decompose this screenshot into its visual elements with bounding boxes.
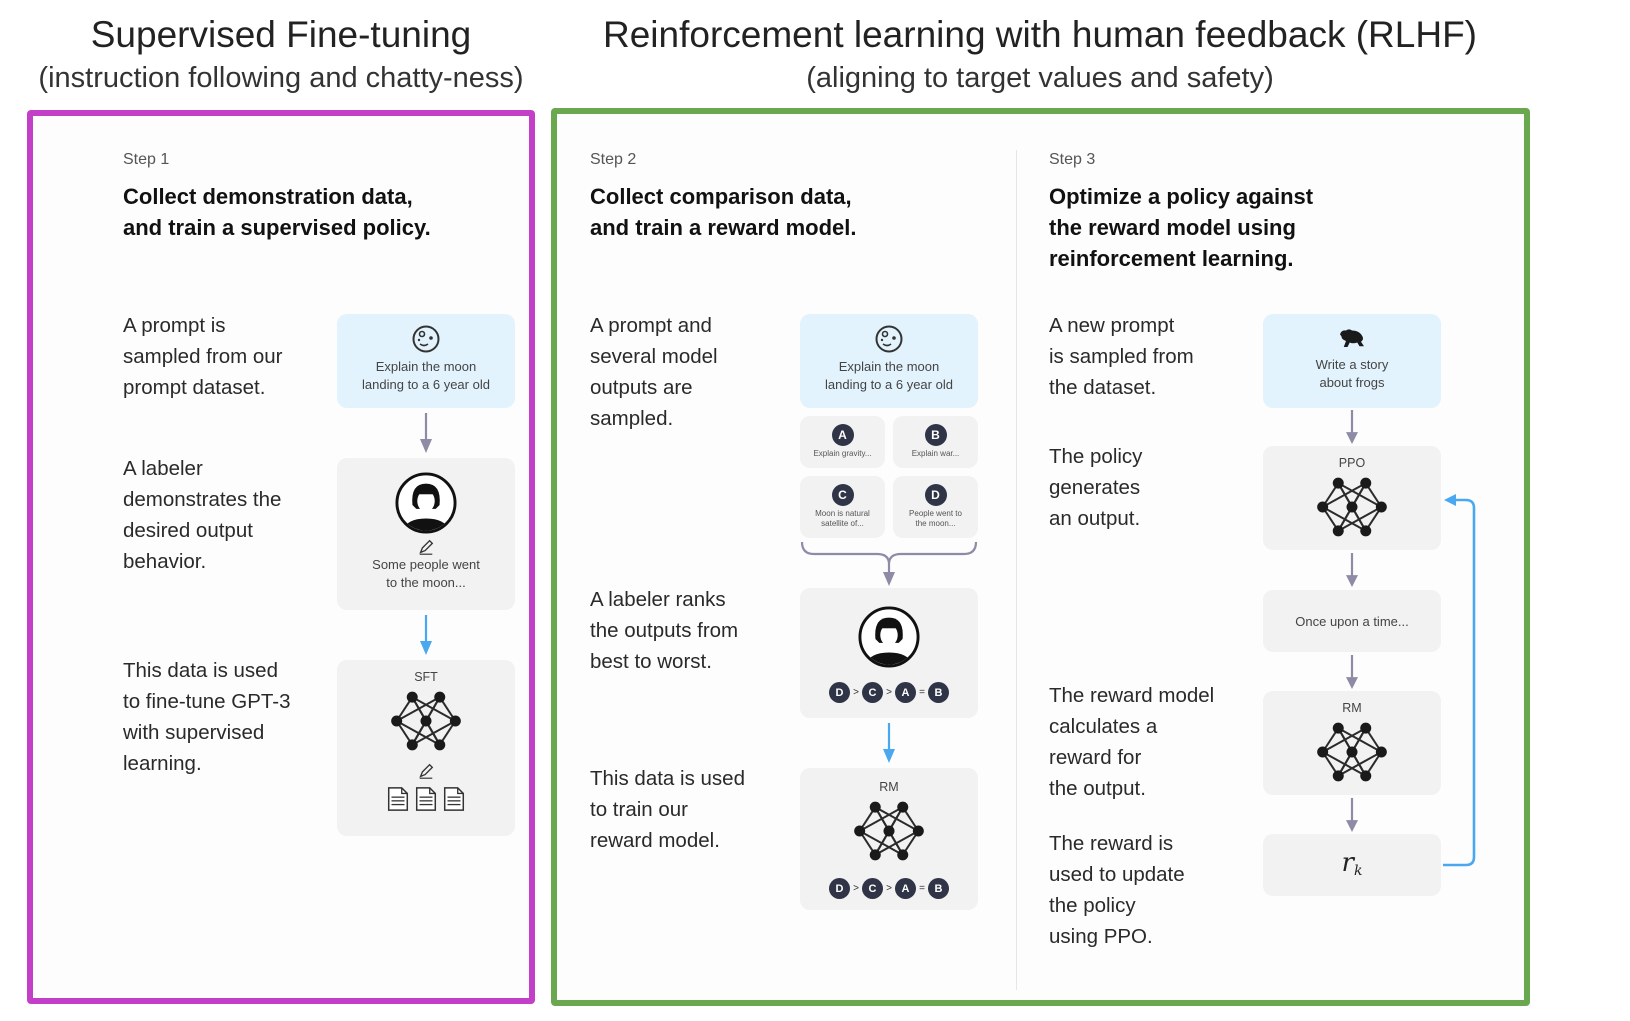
document-icon — [386, 786, 410, 812]
step1-sft-card: SFT — [337, 660, 515, 836]
sft-header-subtitle: (instruction following and chatty-ness) — [38, 62, 524, 94]
sft-header-title: Supervised Fine-tuning — [90, 14, 472, 55]
step3-reward-card: rk — [1263, 834, 1441, 896]
step2-ranking-card: D > C > A = B — [800, 588, 978, 718]
ppo-label: PPO — [1338, 456, 1366, 470]
output-letter-badge: B — [924, 424, 947, 446]
rm-label: RM — [1342, 701, 1362, 715]
output-letter-badge: A — [831, 424, 854, 446]
document-icon — [442, 786, 466, 812]
labeler-avatar-icon — [858, 606, 920, 668]
rank-operator: > — [886, 687, 892, 698]
arrow-down-icon — [1345, 798, 1359, 832]
neural-network-icon — [1314, 474, 1390, 540]
step3-output-card: Once upon a time... — [1263, 590, 1441, 652]
arrow-down-icon — [1345, 410, 1359, 444]
neural-network-icon — [388, 688, 464, 754]
step2-label: Step 2 — [590, 151, 637, 168]
output-text: Explain gravity... — [813, 449, 872, 458]
step2-rm-card: RM D > C > A = B — [800, 768, 978, 910]
arrow-down-blue-icon — [419, 614, 433, 656]
reward-symbol: r — [1341, 848, 1354, 878]
ranking-row: D > C > A = B — [800, 682, 978, 703]
rank-operator: = — [919, 883, 925, 894]
rank-badge: A — [895, 878, 916, 899]
neural-network-icon — [851, 798, 927, 864]
rank-badge: C — [862, 682, 883, 703]
step1-title-line: Collect demonstration data, — [123, 184, 413, 209]
documents-icon-group — [337, 786, 515, 812]
arrow-down-blue-icon — [882, 722, 896, 764]
rlhf-header-title: Reinforcement learning with human feedba… — [602, 14, 1478, 55]
rank-operator: > — [853, 687, 859, 698]
rank-operator: > — [886, 883, 892, 894]
arrow-down-icon — [1345, 655, 1359, 689]
rank-badge: D — [829, 878, 850, 899]
step-divider — [1016, 150, 1017, 990]
rank-badge: C — [862, 878, 883, 899]
output-card-a: A Explain gravity... — [800, 416, 885, 468]
rank-badge: B — [928, 878, 949, 899]
pencil-icon — [417, 762, 435, 780]
sft-label: SFT — [414, 670, 438, 684]
step1-label: Step 1 — [123, 151, 170, 168]
step1-title-line: and train a supervised policy. — [123, 215, 431, 240]
output-card-b: B Explain war... — [893, 416, 978, 468]
pencil-icon — [417, 538, 435, 556]
reward-subscript: k — [1353, 863, 1363, 880]
step3-rm-card: RM — [1263, 691, 1441, 795]
neural-network-icon — [1314, 719, 1390, 785]
rlhf-header-subtitle: (aligning to target values and safety) — [806, 62, 1274, 94]
moon-icon — [874, 324, 904, 354]
generated-output-text: Once upon a time... — [1295, 614, 1409, 629]
rank-operator: = — [919, 687, 925, 698]
step1-title: Collect demonstration data, and train a … — [123, 181, 431, 243]
arrow-down-icon — [1345, 553, 1359, 587]
output-letter-badge: C — [831, 484, 854, 506]
arrow-down-icon — [419, 412, 433, 454]
rank-badge: A — [895, 682, 916, 703]
document-icon — [414, 786, 438, 812]
moon-icon — [411, 324, 441, 354]
rank-badge: B — [928, 682, 949, 703]
output-text: Explain war... — [911, 449, 960, 458]
ranking-row: D > C > A = B — [800, 878, 978, 899]
rank-badge: D — [829, 682, 850, 703]
rm-label: RM — [879, 780, 899, 794]
feedback-loop-arrow-icon — [1443, 494, 1476, 867]
step2-title: Collect comparison data,and train a rewa… — [590, 184, 857, 240]
labeler-avatar-icon — [395, 472, 457, 534]
step3-label: Step 3 — [1049, 151, 1096, 168]
rank-operator: > — [853, 883, 859, 894]
frog-icon — [1337, 326, 1367, 350]
brace-arrow-icon — [800, 541, 978, 586]
step3-ppo-card: PPO — [1263, 446, 1441, 550]
output-letter-badge: D — [924, 484, 947, 506]
